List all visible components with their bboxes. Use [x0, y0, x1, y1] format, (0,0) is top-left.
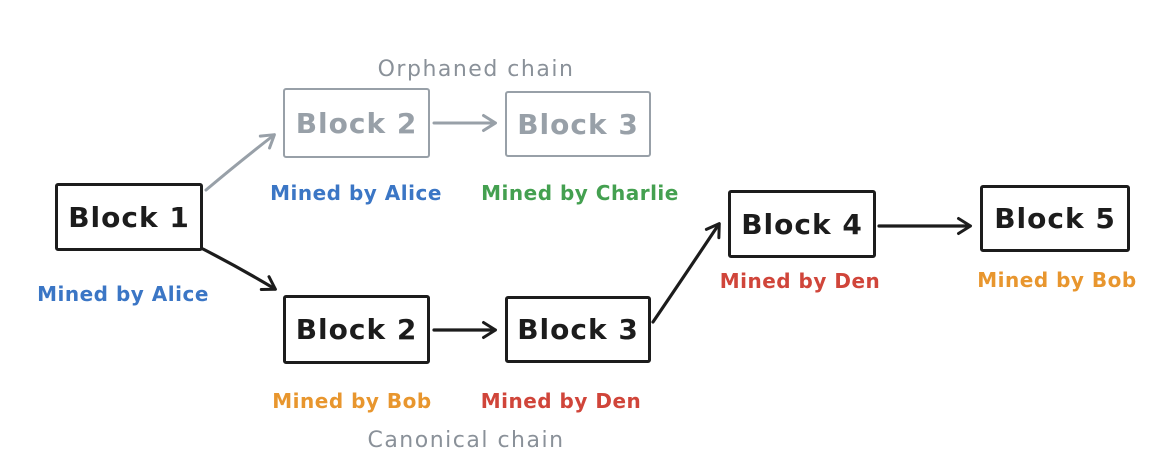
canon-block-2: Block 2: [283, 295, 430, 364]
arrow-block1-to-canon-block2: [201, 247, 277, 292]
block-1: Block 1: [55, 183, 203, 251]
block-5-miner-label: Mined by Bob: [977, 268, 1137, 292]
canon-block-3-label: Block 3: [517, 313, 639, 346]
orphan-block-2-miner-label: Mined by Alice: [270, 181, 442, 205]
orphan-block-3-label: Block 3: [517, 107, 639, 141]
canon-block-2-label: Block 2: [295, 313, 418, 346]
arrow-canon-block3-to-block4: [651, 222, 721, 324]
arrow-block1-to-orphan-block2: [204, 133, 276, 192]
block-4-label: Block 4: [741, 207, 863, 241]
orphan-block-3-miner-label: Mined by Charlie: [481, 181, 679, 205]
block-4-miner-label: Mined by Den: [719, 269, 881, 293]
orphan-block-3: Block 3: [505, 91, 651, 157]
orphaned-chain-title: Orphaned chain: [377, 57, 575, 82]
block-5-label: Block 5: [994, 202, 1116, 235]
canon-block-3: Block 3: [505, 296, 651, 363]
block-1-label: Block 1: [68, 200, 190, 234]
canon-block-3-miner-label: Mined by Den: [480, 389, 642, 413]
canon-block-2-miner-label: Mined by Bob: [272, 389, 432, 413]
block-4: Block 4: [728, 190, 876, 258]
canonical-chain-title: Canonical chain: [367, 428, 565, 453]
orphan-block-2-label: Block 2: [295, 106, 418, 140]
block-5: Block 5: [980, 185, 1130, 252]
block-1-miner-label: Mined by Alice: [37, 282, 209, 306]
orphan-block-2: Block 2: [283, 88, 430, 158]
